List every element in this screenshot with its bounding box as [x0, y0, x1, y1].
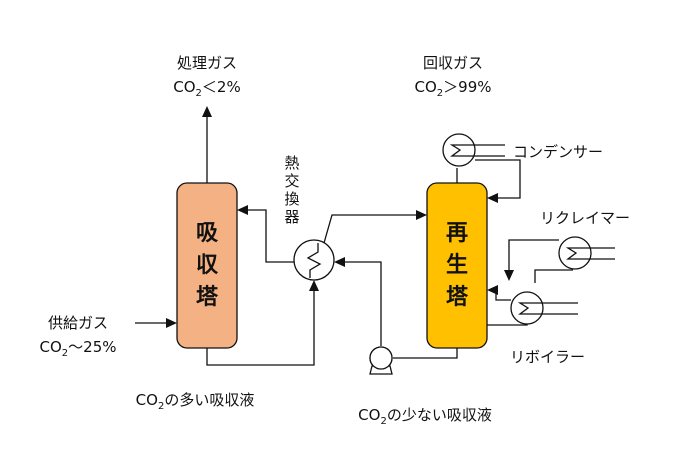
rich-solution-label: CO2の多い吸収液: [136, 391, 255, 412]
feed-gas-co2: CO2〜25%: [40, 338, 117, 359]
rich-solution-pipe: [206, 288, 315, 366]
heat-exchanger-label-4: 器: [284, 208, 299, 226]
pump-to-hx-arrow: [334, 257, 345, 267]
heat-exchanger-label-1: 熱: [284, 154, 299, 172]
recovered-gas-co2: CO2＞99%: [415, 78, 492, 99]
heat-exchanger-coil: [306, 243, 322, 278]
reclaimer-label: リクレイマー: [540, 209, 630, 227]
regenerator-label-2: 生: [446, 253, 468, 278]
absorber-label-3: 塔: [196, 285, 219, 310]
pump: [369, 346, 393, 375]
reboiler-return-pipe: [495, 290, 511, 301]
hx-to-regenerator-pipe: [323, 214, 418, 244]
absorber-label-1: 吸: [196, 221, 219, 246]
feed-gas-label: 供給ガス: [48, 314, 108, 332]
reclaimer-feed-pipe: [534, 269, 573, 283]
recovered-gas-label: 回収ガス: [423, 54, 483, 72]
rich-solution-arrow: [309, 280, 319, 291]
heat-exchanger: [293, 239, 335, 281]
condenser-reflux-arrow: [487, 193, 498, 203]
absorber-label-2: 収: [196, 253, 219, 278]
lean-return-pipe: [246, 209, 294, 263]
feed-gas-arrow: [166, 318, 177, 328]
regenerator-label-1: 再: [446, 221, 468, 246]
lean-solution-pipe: [393, 348, 458, 359]
lean-return-arrow: [237, 205, 248, 215]
treated-gas-co2: CO2＜2%: [173, 78, 240, 99]
reboiler-label: リボイラー: [510, 348, 585, 366]
treated-gas-arrow: [202, 106, 212, 117]
reclaimer-return-pipe: [508, 239, 559, 273]
hx-to-regenerator-arrow: [416, 210, 427, 220]
pump-to-hx-pipe: [343, 261, 382, 346]
treated-gas-label: 処理ガス: [177, 54, 237, 72]
reboiler-coil: [517, 302, 578, 315]
reboiler-return-arrow: [487, 285, 498, 295]
heat-exchanger-label-2: 交: [284, 172, 299, 190]
reclaimer-coil: [565, 247, 615, 260]
regenerator-label-3: 塔: [446, 285, 469, 310]
condenser-reflux-pipe: [475, 159, 521, 199]
heat-exchanger-label-3: 換: [284, 190, 299, 208]
condenser-coil: [449, 144, 505, 157]
lean-solution-label: CO2の少ない吸収液: [358, 406, 492, 427]
condenser-label: コンデンサー: [513, 143, 603, 161]
reclaimer-return-arrow: [504, 270, 514, 281]
regenerator-to-reboiler-pipe: [487, 324, 528, 326]
